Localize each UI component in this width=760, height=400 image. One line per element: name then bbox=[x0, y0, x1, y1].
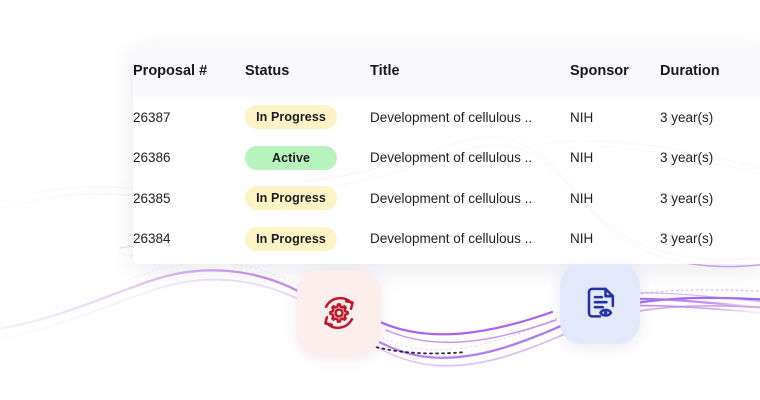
cell-title: Development of cellulous .. bbox=[370, 109, 533, 125]
cell-status: Active bbox=[245, 138, 370, 179]
table-row[interactable]: 26385 In Progress Development of cellulo… bbox=[133, 178, 760, 219]
cell-proposal-number: 26387 bbox=[133, 109, 171, 125]
document-eye-icon bbox=[587, 287, 615, 318]
cell-sponsor: NIH bbox=[570, 231, 594, 247]
column-header-title[interactable]: Title bbox=[370, 62, 400, 79]
status-badge: In Progress bbox=[245, 186, 337, 211]
cell-status: In Progress bbox=[245, 219, 370, 260]
wave-group-mid-strands bbox=[378, 310, 557, 343]
table-row[interactable]: 26386 Active Development of cellulous ..… bbox=[133, 138, 760, 179]
column-header-proposal-number[interactable]: Proposal # bbox=[133, 62, 208, 79]
cell-sponsor: NIH bbox=[570, 109, 594, 125]
proposals-table: Proposal # Status Title Sponsor Duration… bbox=[133, 44, 760, 259]
document-review-badge[interactable] bbox=[560, 264, 640, 344]
status-badge: Active bbox=[245, 145, 337, 170]
table-row[interactable]: 26387 In Progress Development of cellulo… bbox=[133, 97, 760, 138]
cell-status: In Progress bbox=[245, 178, 370, 219]
cell-proposal-number: 26384 bbox=[133, 231, 171, 247]
cell-sponsor: NIH bbox=[570, 150, 594, 166]
cell-title: Development of cellulous .. bbox=[370, 150, 533, 166]
cell-duration: 3 year(s) bbox=[660, 190, 714, 206]
process-automation-badge[interactable] bbox=[297, 271, 381, 355]
cell-duration: 3 year(s) bbox=[660, 150, 714, 166]
column-header-sponsor[interactable]: Sponsor bbox=[570, 62, 629, 79]
cell-proposal-number: 26385 bbox=[133, 190, 171, 206]
cell-status: In Progress bbox=[245, 97, 370, 138]
table-header-row: Proposal # Status Title Sponsor Duration bbox=[133, 44, 760, 97]
cell-proposal-number: 26386 bbox=[133, 150, 171, 166]
cell-duration: 3 year(s) bbox=[660, 231, 714, 247]
status-badge: In Progress bbox=[245, 226, 337, 251]
cell-title: Development of cellulous .. bbox=[370, 231, 533, 247]
cell-title: Development of cellulous .. bbox=[370, 190, 533, 206]
column-header-duration[interactable]: Duration bbox=[660, 62, 720, 79]
table-body: 26387 In Progress Development of cellulo… bbox=[133, 97, 760, 259]
table-header: Proposal # Status Title Sponsor Duration bbox=[133, 44, 760, 97]
proposals-table-card: Proposal # Status Title Sponsor Duration… bbox=[133, 44, 760, 264]
table-row[interactable]: 26384 In Progress Development of cellulo… bbox=[133, 219, 760, 260]
gear-refresh-icon bbox=[324, 296, 354, 330]
status-badge: In Progress bbox=[245, 105, 337, 130]
column-header-status[interactable]: Status bbox=[245, 62, 290, 79]
cell-sponsor: NIH bbox=[570, 190, 594, 206]
cell-duration: 3 year(s) bbox=[660, 109, 714, 125]
